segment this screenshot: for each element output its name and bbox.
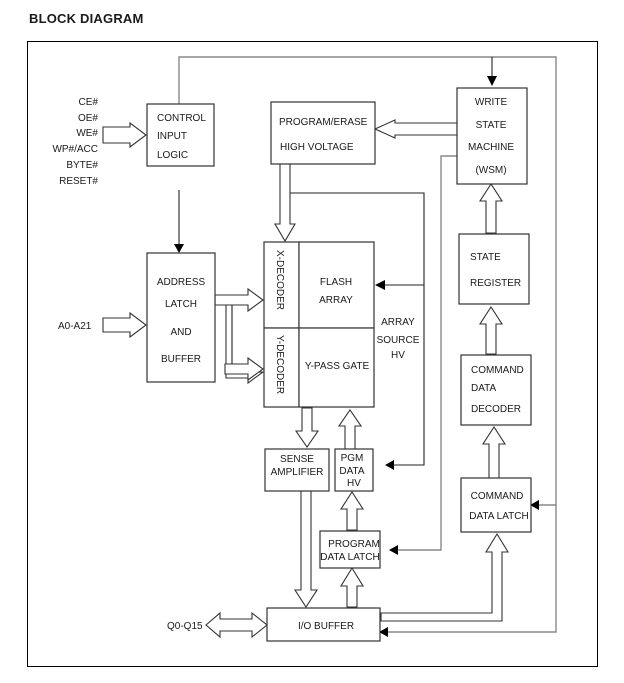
control-label-1: CONTROL	[157, 113, 206, 124]
write-state-machine-block	[456, 87, 528, 185]
state-reg-label-2: REGISTER	[470, 278, 521, 289]
state-reg-label-1: STATE	[470, 252, 501, 263]
wsm-to-pdl-line	[398, 155, 457, 551]
address-label-3: AND	[170, 327, 191, 338]
pdl-label-2: DATA LATCH	[320, 552, 379, 563]
signal-wp-acc: WP#/ACC	[52, 144, 98, 155]
pgm-to-ypass-arrow	[337, 409, 363, 450]
y-decoder-label: Y-DECODER	[274, 335, 285, 394]
address-label-4: BUFFER	[161, 354, 201, 365]
io-buffer-arrowhead	[379, 627, 388, 637]
cdd-label-3: DECODER	[471, 404, 521, 415]
wsm-label-2: STATE	[476, 120, 507, 131]
data-io-label: Q0-Q15	[167, 621, 203, 632]
io-to-pdl-arrow	[340, 566, 364, 608]
control-label-2: INPUT	[157, 131, 187, 142]
control-signals-arrow	[102, 121, 147, 149]
diagram-title: BLOCK DIAGRAM	[29, 11, 144, 26]
decoder-to-register-arrow	[478, 305, 504, 355]
signal-byte: BYTE#	[66, 160, 98, 171]
signal-ce: CE#	[79, 97, 99, 108]
pgm-label-1: PGM	[341, 453, 364, 464]
flash-label-1: FLASH	[320, 277, 352, 288]
program-erase-hv-block	[270, 101, 376, 165]
register-to-wsm-arrow	[478, 182, 504, 234]
diagram-frame	[27, 41, 598, 667]
wsm-label-3: MACHINE	[468, 142, 514, 153]
io-buffer-label: I/O BUFFER	[298, 621, 354, 632]
program-data-latch-block	[319, 530, 381, 569]
signal-we: WE#	[76, 128, 98, 139]
x-decoder-label: X-DECODER	[274, 250, 285, 310]
x-decoder-block	[263, 241, 300, 329]
pgm-label-3: HV	[347, 478, 361, 489]
state-register-block	[458, 233, 530, 305]
array-source-label-3: HV	[391, 350, 405, 361]
pdl-label-1: PROGRAM	[328, 539, 380, 550]
sense-label-2: AMPLIFIER	[271, 467, 324, 478]
address-label-2: LATCH	[165, 299, 197, 310]
ydecoder-arrowhead	[224, 356, 264, 382]
pe-label-1: PROGRAM/ERASE	[279, 117, 368, 128]
signal-reset: RESET#	[59, 176, 98, 187]
address-latch-block	[146, 252, 216, 383]
cdl-to-decoder-arrow	[481, 425, 507, 479]
pdl-arrowhead	[389, 545, 398, 555]
cdd-label-2: DATA	[471, 383, 497, 394]
wsm-label-4: (WSM)	[475, 165, 506, 176]
pe-to-xdecoder-arrow	[274, 163, 296, 243]
to-sense-amp-arrow	[294, 407, 320, 448]
sense-amplifier-block	[264, 448, 330, 492]
control-to-wsm-line	[178, 56, 557, 633]
y-pass-gate-label: Y-PASS GATE	[305, 361, 370, 372]
command-data-latch-block	[460, 477, 532, 533]
flash-label-2: ARRAY	[319, 295, 353, 306]
cdl-label-1: COMMAND	[471, 491, 524, 502]
pgm-data-hv-block	[334, 448, 374, 492]
pdl-to-pgm-arrow	[339, 490, 365, 531]
wsm-to-pe-arrow	[373, 119, 458, 139]
y-pass-gate-block	[298, 327, 375, 408]
pe-to-array-source-line	[286, 192, 425, 466]
address-input-arrow	[102, 311, 147, 339]
address-latch-arrowhead	[174, 244, 184, 253]
sense-to-io-arrow	[293, 490, 319, 609]
array-source-label-2: SOURCE	[377, 335, 420, 346]
y-decoder-block	[263, 327, 300, 408]
cdl-arrowhead	[530, 500, 539, 510]
signal-oe: OE#	[78, 113, 98, 124]
array-source-label-1: ARRAY	[381, 317, 415, 328]
address-label-1: ADDRESS	[157, 277, 206, 288]
io-buffer-block	[266, 607, 381, 642]
pgm-label-2: DATA	[339, 466, 365, 477]
control-label-3: LOGIC	[157, 150, 188, 161]
address-input-label: A0-A21	[58, 321, 92, 332]
cdd-label-1: COMMAND	[471, 365, 524, 376]
pgm-hv-arrowhead	[385, 460, 394, 470]
wsm-input-arrowhead	[487, 76, 497, 86]
command-data-decoder-block	[460, 354, 532, 426]
wsm-label-1: WRITE	[475, 97, 508, 108]
sense-label-1: SENSE	[280, 454, 314, 465]
control-input-logic-block	[146, 103, 215, 167]
cdl-label-2: DATA LATCH	[469, 511, 528, 522]
data-io-arrow	[205, 611, 268, 639]
flash-array-arrowhead	[375, 280, 385, 290]
io-to-cdl-arrow	[380, 532, 509, 622]
pe-label-2: HIGH VOLTAGE	[280, 142, 354, 153]
control-signal-labels: CE# OE# WE# WP#/ACC BYTE# RESET#	[52, 97, 98, 187]
